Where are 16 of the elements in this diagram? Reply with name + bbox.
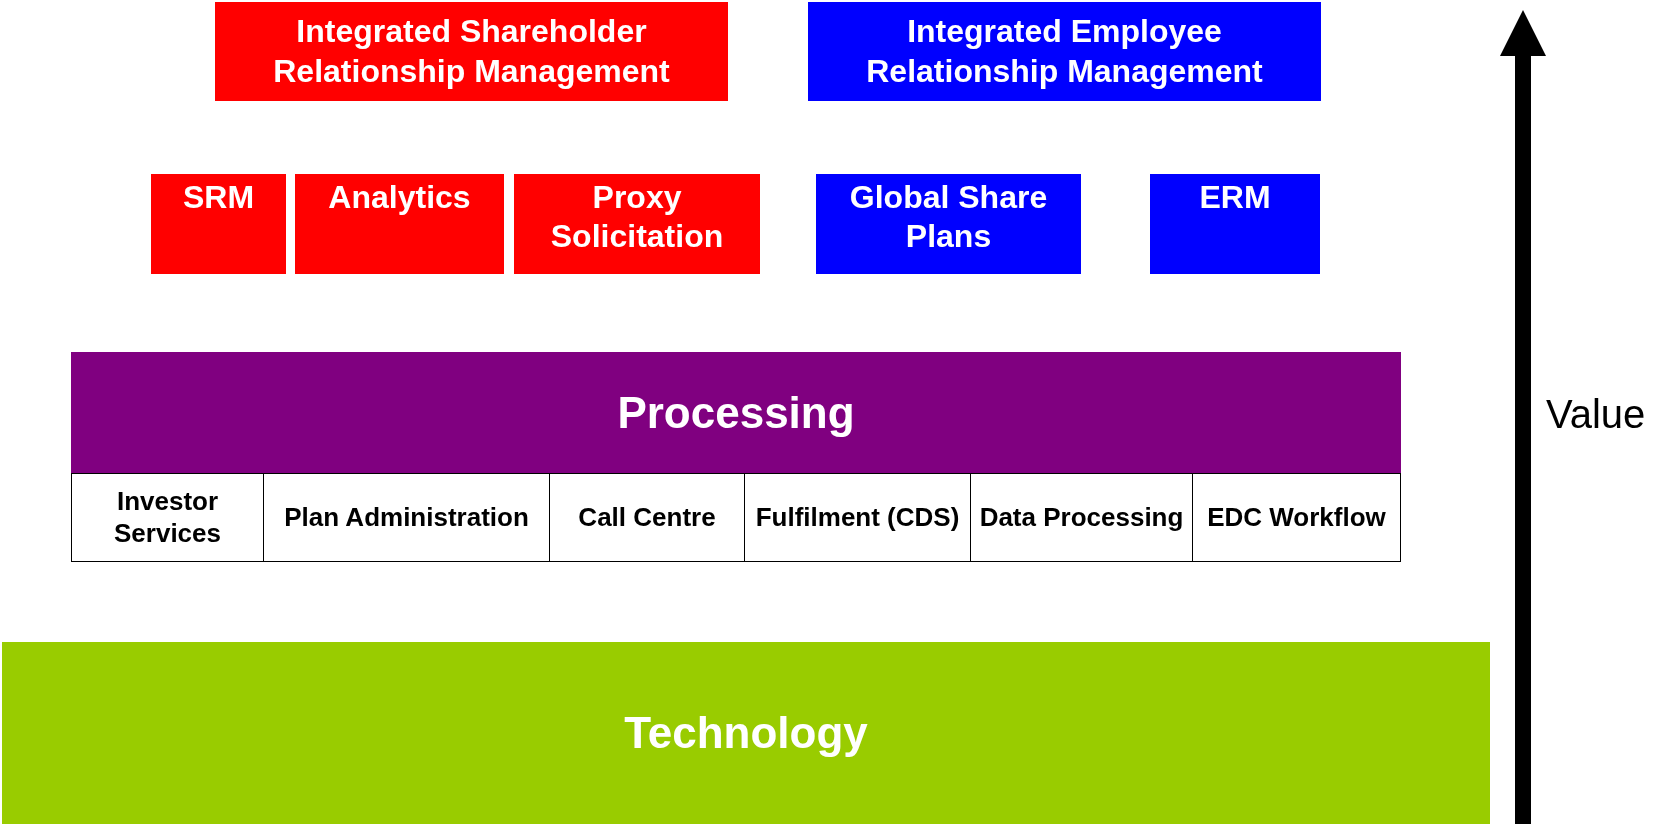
service-cell: Investor Services <box>71 473 264 562</box>
service-cell: Call Centre <box>549 473 745 562</box>
module-box: Global Share Plans <box>816 174 1081 274</box>
module-box: SRM <box>151 174 286 274</box>
heading-box: Integrated Shareholder Relationship Management <box>215 2 728 101</box>
service-cell: EDC Workflow <box>1192 473 1401 562</box>
heading-box: Integrated Employee Relationship Management <box>808 2 1321 101</box>
module-box: ERM <box>1150 174 1320 274</box>
layer-band: Technology <box>2 642 1490 824</box>
layer-band: Processing <box>71 352 1401 473</box>
axis-label: Value <box>1546 392 1646 437</box>
module-box: Proxy Solicitation <box>514 174 760 274</box>
service-cell: Fulfilment (CDS) <box>744 473 971 562</box>
service-cell: Plan Administration <box>263 473 550 562</box>
module-box: Analytics <box>295 174 504 274</box>
service-cell: Data Processing <box>970 473 1193 562</box>
